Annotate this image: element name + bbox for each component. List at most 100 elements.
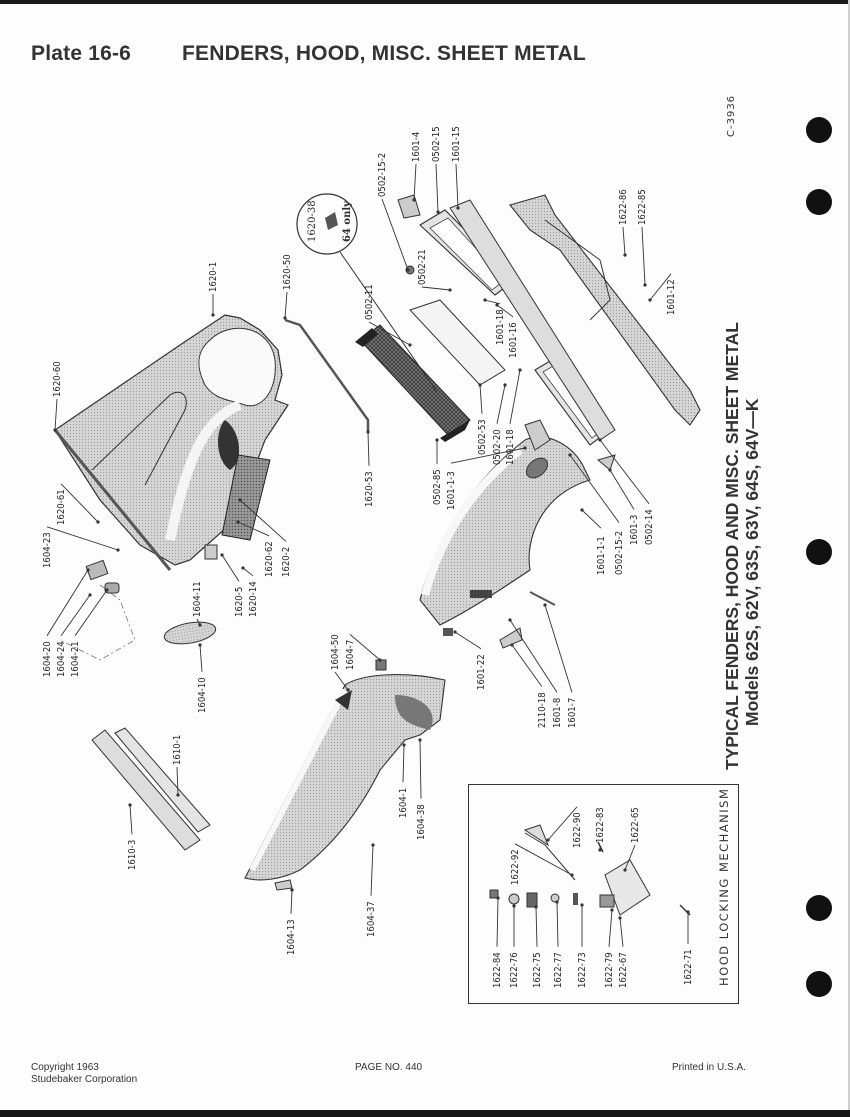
leader-arrow-icon xyxy=(436,210,440,214)
leader-line xyxy=(46,526,119,551)
cowl-vent-grille xyxy=(163,621,217,645)
binder-hole xyxy=(806,971,832,997)
leader-arrow-icon xyxy=(435,438,439,442)
copyright-line-2: Studebaker Corporation xyxy=(31,1074,138,1085)
leader-line xyxy=(609,469,635,510)
part-number-label: 1604-21 xyxy=(70,641,81,677)
leader-line xyxy=(60,483,99,523)
copyright-line-1: Copyright 1963 xyxy=(31,1062,99,1073)
leader-line xyxy=(454,631,482,650)
leader-line xyxy=(622,226,626,256)
leader-arrow-icon xyxy=(495,303,499,307)
fender-gusset xyxy=(274,879,293,891)
leader-line xyxy=(514,843,573,876)
part-number-label: 1620-14 xyxy=(248,581,259,617)
caption-line-2: Models 62S, 62V, 63S, 63V, 64S, 64V—K xyxy=(742,398,762,726)
part-number-label: 1601-12 xyxy=(666,279,677,315)
leader-line xyxy=(370,844,374,896)
cowl-vent-cover xyxy=(85,559,109,581)
part-number-label: 0502-14 xyxy=(644,509,655,545)
inset-title: HOOD LOCKING MECHANISM xyxy=(717,787,731,986)
leader-line xyxy=(199,644,203,672)
leader-line xyxy=(368,321,411,346)
part-number-label: 1601-4 xyxy=(411,132,422,162)
leader-arrow-icon xyxy=(543,603,547,607)
leader-arrow-icon xyxy=(496,896,500,900)
part-number-label: 1620-53 xyxy=(364,471,375,507)
splash-shields xyxy=(91,727,211,851)
leader-arrow-icon xyxy=(510,643,514,647)
leader-arrow-icon xyxy=(618,916,622,920)
leader-arrow-icon xyxy=(534,905,538,909)
leader-line xyxy=(624,844,636,871)
leader-line xyxy=(496,384,506,424)
leader-lines xyxy=(46,163,690,947)
part-number-label: 1622-90 xyxy=(572,812,583,848)
part-number-label: 1622-86 xyxy=(618,189,629,225)
part-number-label: 0502-15-2 xyxy=(614,531,625,575)
radiator-support xyxy=(509,194,701,426)
binder-hole xyxy=(806,117,832,143)
leader-line xyxy=(450,447,526,464)
leader-line xyxy=(608,909,613,947)
fender-brace-rod xyxy=(529,591,556,606)
hood-hinge xyxy=(204,544,218,560)
part-number-label: 1604-20 xyxy=(42,641,53,677)
part-number-label: 1620-60 xyxy=(52,361,63,397)
printed-in: Printed in U.S.A. xyxy=(672,1062,746,1073)
page-number: PAGE NO. 440 xyxy=(355,1062,423,1073)
leader-line xyxy=(496,897,499,947)
part-number-label: 1601-15 xyxy=(451,126,462,162)
leader-arrow-icon xyxy=(96,520,100,524)
part-number-label: 1601-1-1 xyxy=(596,536,607,575)
leader-arrow-icon xyxy=(290,888,294,892)
leader-arrow-icon xyxy=(686,910,690,914)
hood-lock-inset xyxy=(468,784,739,1004)
leader-arrow-icon xyxy=(346,688,350,692)
fender-reflector xyxy=(499,627,523,649)
part-number-label: 0502-15-2 xyxy=(377,153,388,197)
leader-arrow-icon xyxy=(508,618,512,622)
leader-arrow-icon xyxy=(448,288,452,292)
fender-bracket xyxy=(524,419,551,451)
leader-line xyxy=(334,671,349,691)
hood-panel xyxy=(53,314,289,571)
leader-arrow-icon xyxy=(643,283,647,287)
leader-line xyxy=(569,454,620,523)
leader-arrow-icon xyxy=(623,868,627,872)
leader-line xyxy=(641,226,646,286)
part-number-label: 1620-1 xyxy=(208,262,219,292)
leader-line xyxy=(54,398,58,431)
leader-line xyxy=(237,521,270,537)
leader-line xyxy=(535,906,538,947)
part-number-label: 1622-85 xyxy=(637,189,648,225)
leader-arrow-icon xyxy=(453,630,457,634)
leader-arrow-icon xyxy=(623,253,627,257)
cowl-outline xyxy=(59,584,136,661)
leader-line xyxy=(556,901,559,947)
plate-title: FENDERS, HOOD, MISC. SHEET METAL xyxy=(182,42,586,65)
leader-arrow-icon xyxy=(198,643,202,647)
part-number-label: 0502-85 xyxy=(432,469,443,505)
leader-arrow-icon xyxy=(116,548,120,552)
leader-arrow-icon xyxy=(503,383,507,387)
leader-line xyxy=(60,594,91,637)
leader-line xyxy=(381,198,409,271)
part-number-label: 1620-5 xyxy=(234,587,245,617)
caption-line-1: TYPICAL FENDERS, HOOD AND MISC. SHEET ME… xyxy=(722,322,742,770)
leader-arrow-icon xyxy=(418,738,422,742)
leader-line xyxy=(367,431,370,466)
leader-arrow-icon xyxy=(483,298,487,302)
leader-line xyxy=(242,567,254,577)
part-number-label: 1601-8 xyxy=(552,698,563,728)
callout-note: 64 only xyxy=(342,200,353,242)
part-number-label: 1604-24 xyxy=(56,641,67,677)
leader-arrow-icon xyxy=(236,520,240,524)
leader-line xyxy=(284,291,288,319)
leader-arrow-icon xyxy=(238,498,242,502)
front-fender xyxy=(419,436,591,626)
leader-arrow-icon xyxy=(402,743,406,747)
leader-line xyxy=(402,744,405,783)
leader-arrow-icon xyxy=(408,343,412,347)
